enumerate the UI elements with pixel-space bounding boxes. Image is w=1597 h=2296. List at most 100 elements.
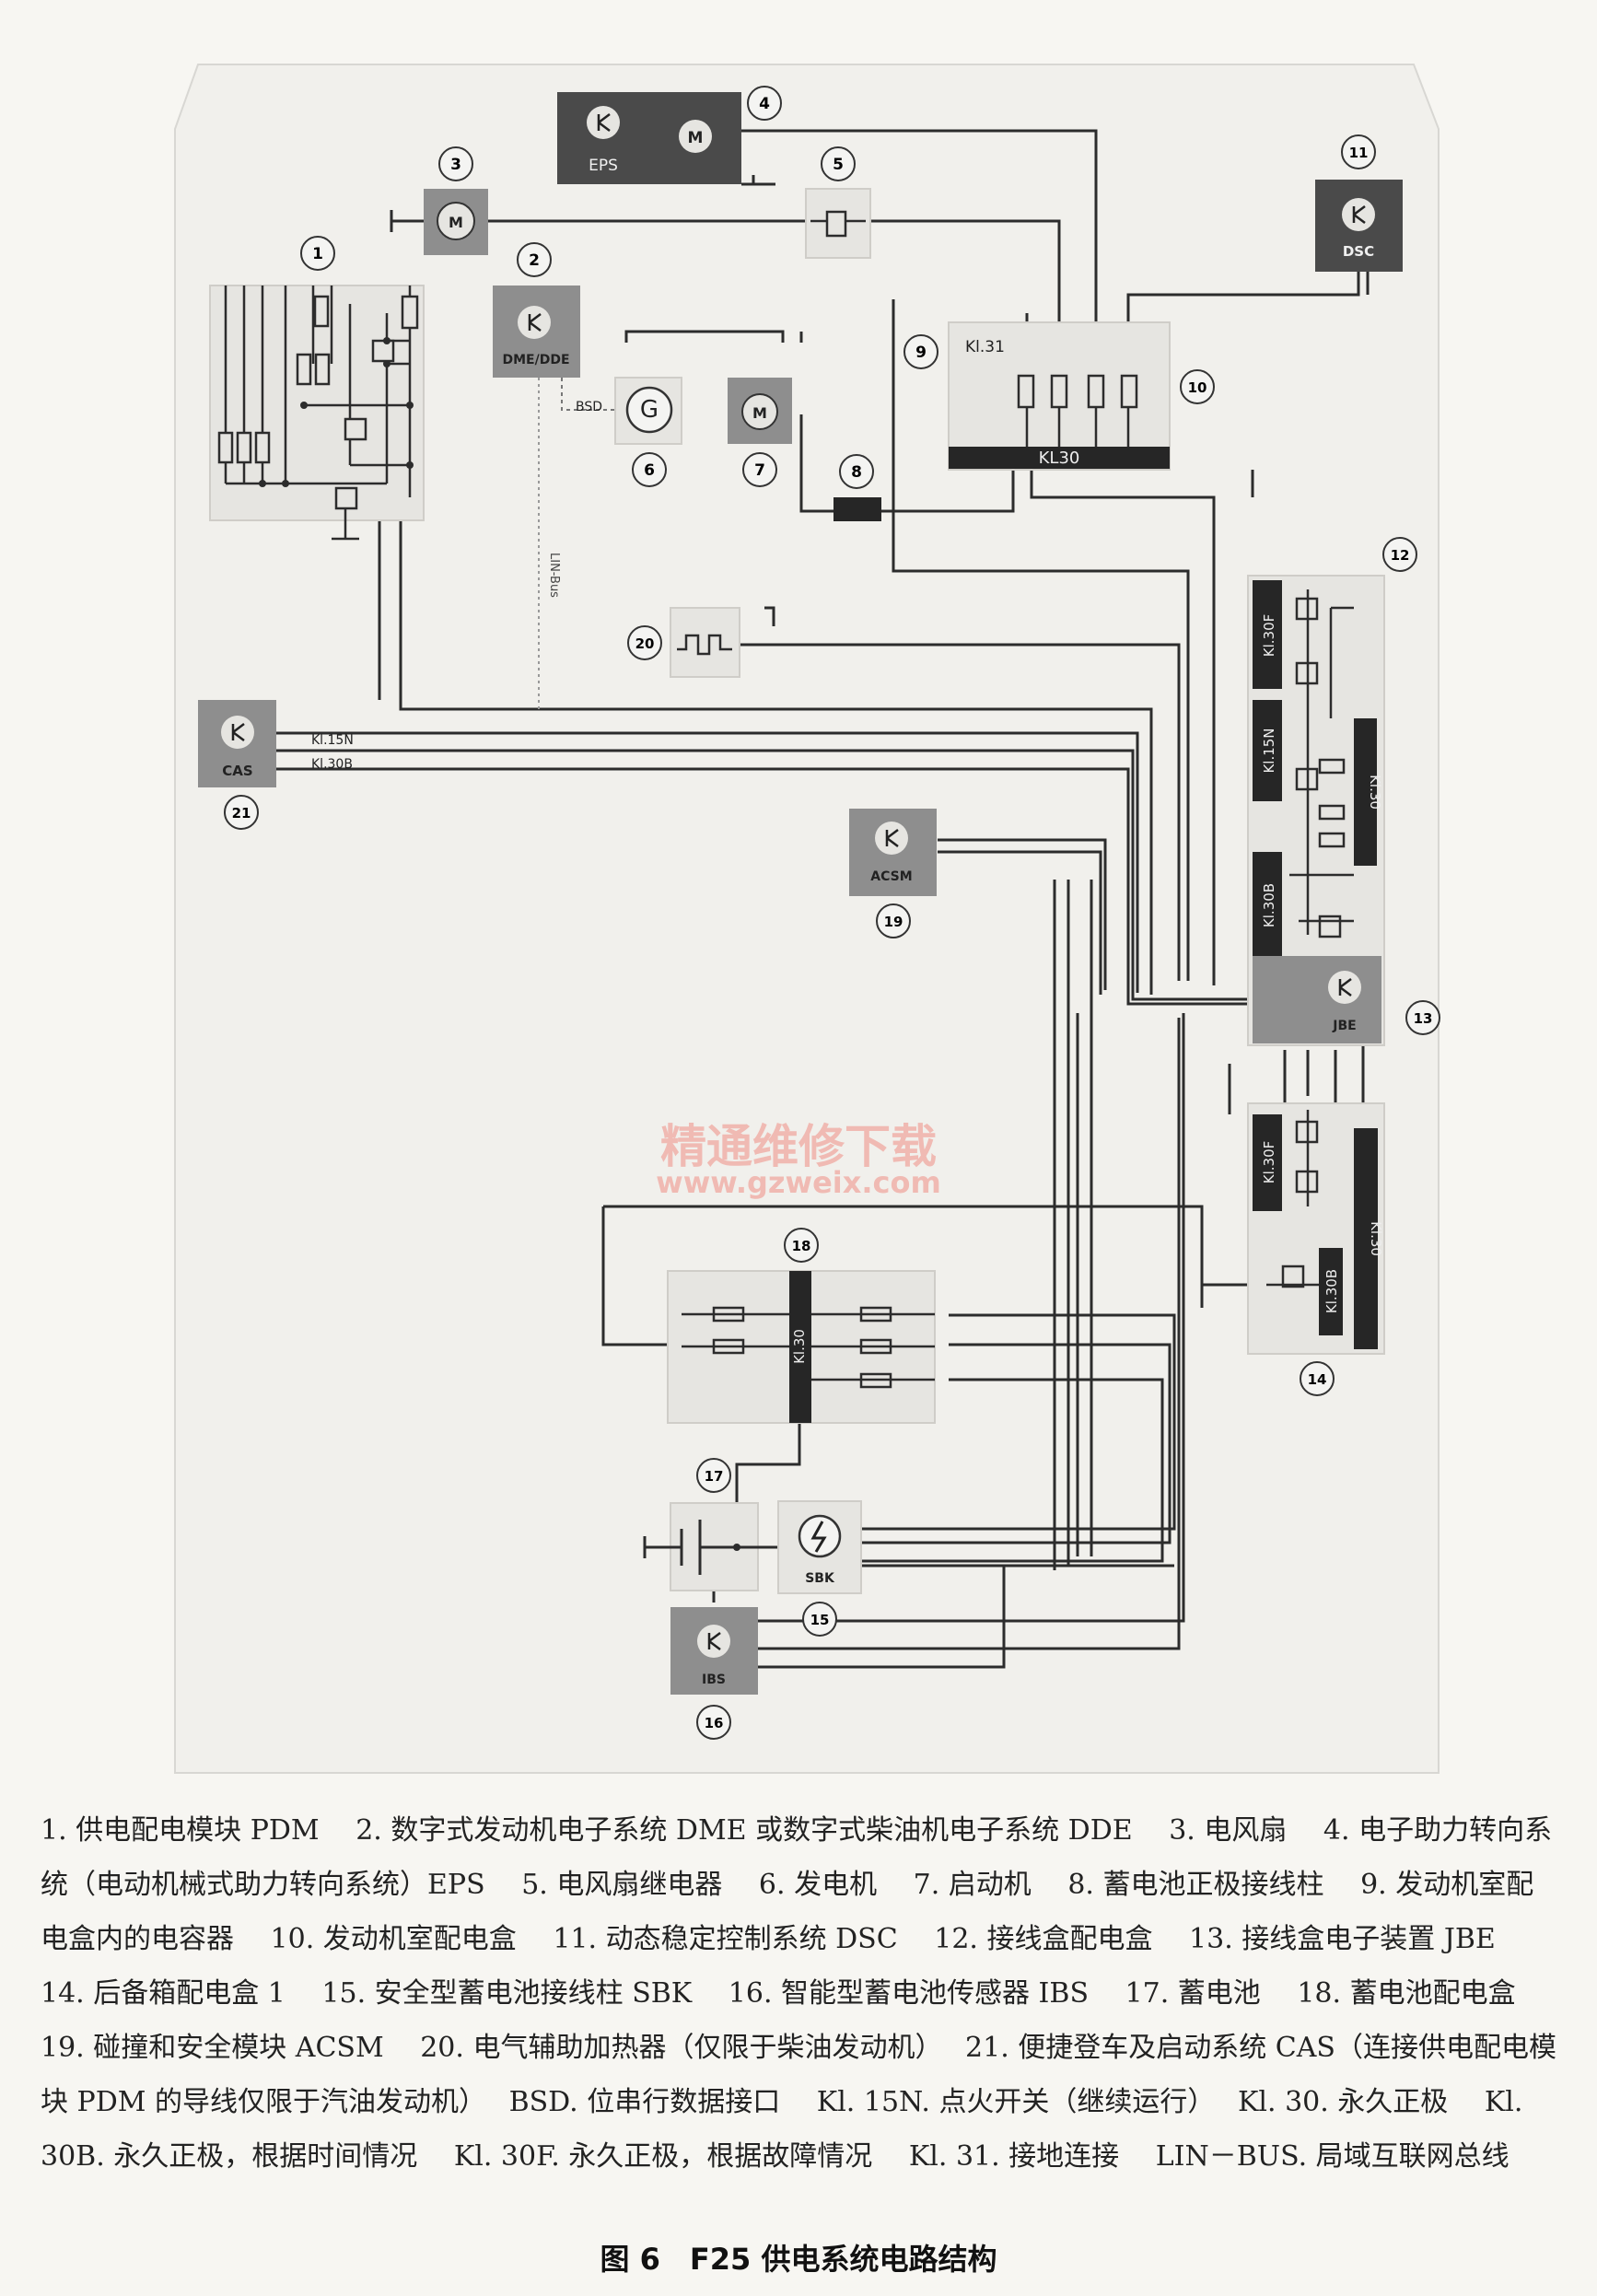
- aux-heater: [670, 607, 740, 678]
- battery-distribution-box: Kl.30: [667, 1270, 936, 1424]
- acsm-module: ACSM: [849, 809, 937, 896]
- callout-12: 12: [1382, 537, 1417, 572]
- svg-text:M: M: [688, 129, 704, 147]
- eps-label: EPS: [589, 157, 618, 175]
- legend-item: Kl. 30B. 永久正极，根据时间情况: [41, 2086, 1523, 2173]
- jb-kl30b-label: Kl.30B: [1261, 883, 1277, 927]
- svg-text:2: 2: [529, 251, 540, 270]
- svg-text:13: 13: [1414, 1010, 1433, 1027]
- bsd-label: BSD: [576, 400, 602, 414]
- jb-kl30-label: Kl.30: [1367, 775, 1383, 810]
- legend-item: Kl. 30F. 永久正极，根据故障情况: [453, 2140, 873, 2173]
- legend-item: BSD. 位串行数据接口: [508, 2086, 781, 2118]
- svg-text:11: 11: [1349, 145, 1369, 161]
- callout-2: 2: [517, 242, 552, 277]
- svg-text:8: 8: [851, 463, 862, 482]
- legend-item: 1. 供电配电模块 PDM: [41, 1814, 320, 1847]
- jb-kl15n-label: Kl.15N: [1261, 728, 1277, 773]
- kl30-label: KL30: [1039, 449, 1080, 468]
- legend-item: 10. 发动机室配电盒: [270, 1923, 517, 1955]
- watermark-line1: 精通维修下载: [660, 1119, 937, 1173]
- legend-item: Kl. 15N. 点火开关（继续运行）: [816, 2086, 1202, 2118]
- cas-label: CAS: [222, 763, 252, 779]
- fan-motor: M: [424, 189, 488, 255]
- rb-kl30b-label: Kl.30B: [1323, 1269, 1340, 1313]
- callout-1: 1: [300, 236, 335, 271]
- fan-relay: [805, 188, 871, 259]
- legend-item: LIN－BUS. 局域互联网总线: [1155, 2140, 1510, 2173]
- callout-20: 20: [627, 625, 662, 660]
- linbus-label: LIN-Bus: [547, 553, 561, 598]
- pdm-box: [209, 285, 425, 541]
- callout-numbers: 1 2 3 4 5 6 7 8 9 10 11 12 13 14 15 16 1…: [224, 86, 1440, 1740]
- svg-text:7: 7: [754, 461, 765, 480]
- figure-title: 图 6 F25 供电系统电路结构: [600, 2242, 997, 2277]
- kl31-label: Kl.31: [965, 338, 1005, 356]
- cas-module: CAS: [198, 700, 276, 787]
- eps-module: M EPS: [557, 92, 741, 184]
- svg-text:9: 9: [915, 344, 927, 362]
- legend-item: 4. 电子助力转向系统（电动机械式助力转向系统）EPS: [41, 1814, 1553, 1901]
- legend-item: 8. 蓄电池正极接线柱: [1067, 1869, 1324, 1901]
- legend: 1. 供电配电模块 PDM 2. 数字式发动机电子系统 DME 或数字式柴油机电…: [41, 1803, 1560, 2184]
- legend-item: Kl. 30. 永久正极: [1237, 2086, 1449, 2118]
- callout-14: 14: [1300, 1361, 1335, 1396]
- svg-text:M: M: [752, 404, 767, 422]
- rb-kl30f-label: Kl.30F: [1261, 1141, 1277, 1184]
- dsc-module: DSC: [1315, 180, 1403, 272]
- legend-item: 9. 发动机室配电盒内的电容器: [41, 1869, 1534, 1955]
- legend-item: 6. 发电机: [758, 1869, 878, 1901]
- wiring-diagram: M EPS M DME/DDE G M: [174, 64, 1440, 1774]
- svg-text:1: 1: [312, 245, 323, 263]
- legend-item: 21. 便捷登车及启动系统 CAS（连接供电配电模块 PDM 的导线仅限于汽油发…: [41, 2032, 1556, 2118]
- svg-text:16: 16: [705, 1715, 724, 1731]
- legend-item: 7. 启动机: [913, 1869, 1032, 1901]
- legend-item: 16. 智能型蓄电池传感器 IBS: [728, 1977, 1089, 2010]
- dme-module: DME/DDE: [493, 286, 580, 378]
- legend-item: 20. 电气辅助加热器（仅限于柴油发动机）: [420, 2032, 929, 2064]
- watermark-line2: www.gzweix.com: [656, 1165, 941, 1200]
- bd-kl30-label: Kl.30: [791, 1329, 808, 1364]
- legend-item: 11. 动态稳定控制系统 DSC: [553, 1923, 898, 1955]
- callout-11: 11: [1341, 134, 1376, 169]
- svg-text:14: 14: [1308, 1371, 1327, 1388]
- legend-item: 12. 接线盒配电盒: [934, 1923, 1153, 1955]
- callout-5: 5: [821, 146, 856, 181]
- sbk-label: SBK: [805, 1571, 835, 1586]
- junction-box: JBE Kl.30F Kl.15N Kl.30 Kl.30B: [1247, 575, 1385, 1046]
- svg-text:19: 19: [884, 914, 903, 930]
- svg-text:17: 17: [705, 1468, 724, 1485]
- callout-21: 21: [224, 795, 259, 830]
- callout-15: 15: [802, 1602, 837, 1637]
- callout-3: 3: [438, 146, 473, 181]
- cas-kl15n-label: Kl.15N: [311, 733, 354, 748]
- legend-item: 14. 后备箱配电盒 1: [41, 1977, 286, 2010]
- callout-9: 9: [903, 334, 938, 369]
- rb-kl30-label: Kl.30: [1368, 1221, 1384, 1256]
- legend-item: 17. 蓄电池: [1125, 1977, 1261, 2010]
- jbe-label: JBE: [1332, 1019, 1356, 1033]
- cas-kl30b-label: Kl.30B: [311, 757, 353, 772]
- callout-4: 4: [747, 86, 782, 121]
- legend-item: 13. 接线盒电子装置 JBE: [1189, 1923, 1496, 1955]
- starter-motor: M: [728, 378, 792, 444]
- legend-item: 15. 安全型蓄电池接线柱 SBK: [321, 1977, 693, 2010]
- legend-item: 18. 蓄电池配电盒: [1297, 1977, 1516, 2010]
- battery-positive-terminal: [833, 497, 881, 521]
- callout-19: 19: [876, 903, 911, 938]
- svg-text:21: 21: [232, 805, 251, 822]
- legend-item: 3. 电风扇: [1169, 1814, 1288, 1847]
- engine-compartment-box: KL30 Kl.31: [948, 321, 1171, 471]
- callout-17: 17: [696, 1458, 731, 1493]
- dme-label: DME/DDE: [502, 353, 569, 367]
- svg-text:M: M: [449, 214, 463, 231]
- ibs-label: IBS: [702, 1672, 726, 1687]
- callout-13: 13: [1405, 1000, 1440, 1035]
- callout-10: 10: [1180, 369, 1215, 404]
- legend-item: Kl. 31. 接地连接: [908, 2140, 1120, 2173]
- callout-18: 18: [784, 1228, 819, 1263]
- svg-text:3: 3: [450, 156, 461, 174]
- dsc-label: DSC: [1343, 243, 1374, 260]
- rear-distribution-box: Kl.30F Kl.30 Kl.30B: [1247, 1102, 1385, 1355]
- callout-7: 7: [742, 452, 777, 487]
